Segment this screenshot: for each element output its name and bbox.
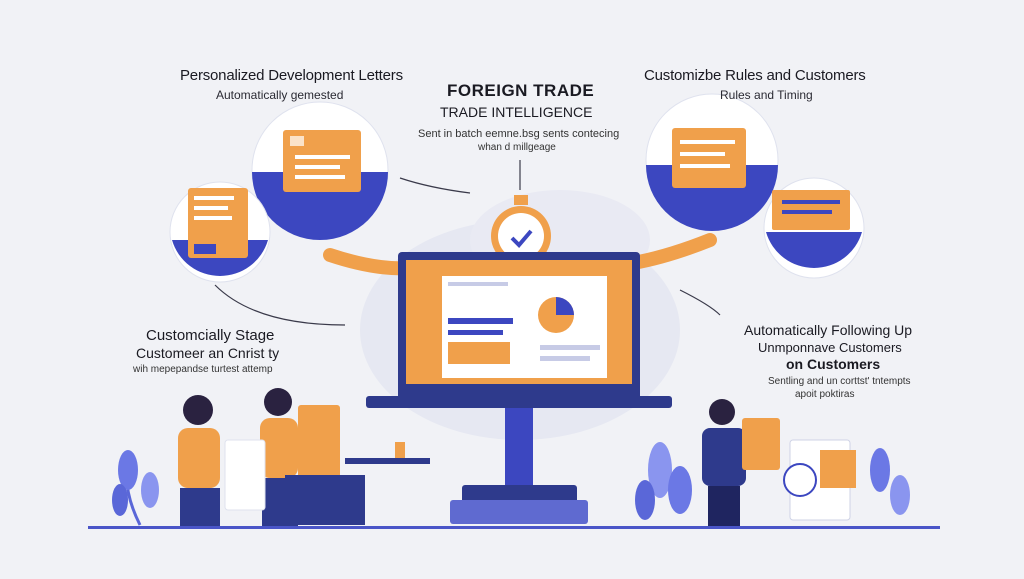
- top-left-subtitle: Automatically gemested: [216, 88, 344, 102]
- mug-icon: [395, 442, 405, 458]
- connector-line: [679, 289, 721, 316]
- bubble-letters: [251, 101, 389, 240]
- top-right-subtitle: Rules and Timing: [720, 88, 813, 102]
- bubble-timing: [763, 177, 865, 279]
- document-card: [298, 405, 340, 481]
- mid-right-line5: apoit poktiras: [795, 389, 855, 400]
- mid-right-line4: Sentling and un corttst' tntempts: [768, 376, 911, 387]
- mid-left-line2: Customeer an Cnrist ty: [136, 345, 280, 361]
- stopwatch-icon: [491, 195, 551, 266]
- top-left-title: Personalized Development Letters: [180, 67, 403, 84]
- center-note-line1: Sent in batch eemne.bsg sents contecing: [418, 128, 620, 140]
- center-title: FOREIGN TRADE: [447, 81, 595, 100]
- bubble-documents: [169, 181, 271, 283]
- mid-right-line3: on Customers: [786, 356, 881, 372]
- center-subtitle: TRADE INTELLIGENCE: [440, 104, 593, 120]
- mid-right-line2: Unmponnave Customers: [758, 340, 902, 355]
- small-table: [345, 458, 430, 464]
- folder-icon: [820, 450, 856, 488]
- mid-left-line3: wih mepepandse turtest attemp: [133, 364, 273, 375]
- connector-line: [399, 177, 471, 194]
- person-man-right: [702, 399, 780, 526]
- center-note-line2: whan d millgeage: [478, 142, 556, 153]
- check-badge-icon: [783, 463, 817, 497]
- top-right-title: Customizbe Rules and Customers: [644, 67, 866, 84]
- plant-left: [112, 450, 159, 526]
- desk-cabinet: [285, 475, 365, 525]
- person-woman-left: [178, 395, 220, 526]
- plant-right: [635, 442, 910, 520]
- connector-line: [214, 284, 346, 326]
- document-stack: [224, 439, 266, 511]
- mid-left-line1: Customcially Stage: [146, 327, 275, 344]
- bubble-rules: [645, 93, 779, 231]
- monitor-illustration: [366, 252, 672, 524]
- ground-line: [88, 526, 940, 529]
- mid-right-line1: Automatically Following Up: [744, 322, 913, 338]
